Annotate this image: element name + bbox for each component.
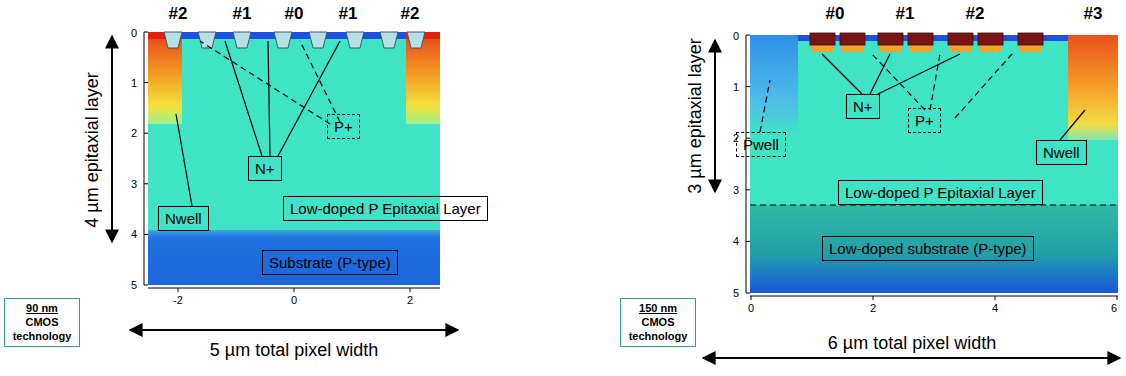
axis-tick-label: 0 (748, 302, 754, 314)
box-text: Low-doped P Epitaxial Layer (845, 184, 1036, 201)
axis-tick-label: 4 (992, 302, 998, 314)
callout-number: #1 (896, 4, 915, 24)
contact-square (810, 33, 1043, 45)
callout-number: #1 (233, 4, 252, 24)
axis (144, 32, 440, 292)
axis-tick-label: 0 (291, 294, 297, 306)
box-text: CMOS technology (626, 316, 690, 344)
epi-region (750, 35, 1118, 293)
substrate-region (750, 205, 1118, 293)
callout-number: #2 (401, 4, 420, 24)
axis-tick-label: -2 (173, 294, 183, 306)
technology-box: 90 nmCMOS technology (4, 298, 80, 347)
callout-number: #0 (285, 4, 304, 24)
layer-box: Low-doped P Epitaxial Layer (283, 196, 488, 221)
sti-trench (164, 32, 425, 48)
implant-box: P+ (327, 114, 360, 139)
axis-tick-label: 3 (733, 184, 739, 196)
axis-tick-label: 2 (733, 132, 739, 144)
leader-line (760, 54, 1012, 132)
well-box: Nwell (1036, 140, 1087, 165)
leader-line (176, 41, 340, 206)
callout-number: #0 (826, 4, 845, 24)
axis-tick-label: 5 (131, 279, 137, 291)
substrate-region (148, 230, 440, 285)
layer-box: Low-doped P Epitaxial Layer (838, 180, 1043, 205)
box-text: Nwell (165, 210, 202, 227)
layer-box: Low-doped substrate (P-type) (822, 236, 1034, 261)
axis-tick-label: 2 (870, 302, 876, 314)
box-text: 90 nm (10, 302, 74, 316)
box-text: N+ (255, 160, 275, 177)
epi-region (148, 32, 440, 285)
box-text: Nwell (1043, 144, 1080, 161)
nwell-region (406, 32, 440, 124)
well-box: Pwell (736, 132, 786, 157)
layer-box: Substrate (P-type) (262, 250, 398, 275)
callout-number: #3 (1084, 4, 1103, 24)
nwell-region (1068, 35, 1118, 140)
dimension-label: 4 µm epitaxial layer (82, 72, 103, 227)
nwell-region (148, 32, 182, 124)
axis (746, 35, 1118, 300)
dimension-arrow (111, 36, 113, 242)
implant-box: N+ (846, 94, 880, 119)
box-text: CMOS technology (10, 316, 74, 344)
pwell-region (750, 35, 798, 135)
leader-line (822, 54, 1085, 140)
box-text: Substrate (P-type) (269, 254, 391, 271)
box-text: P+ (334, 118, 353, 135)
axis-tick-label: 6 (1111, 302, 1117, 314)
box-text: P+ (915, 112, 934, 129)
well-box: Nwell (158, 206, 209, 231)
axis-tick-label: 0 (733, 30, 739, 42)
axis-tick-label: 4 (733, 235, 739, 247)
axis-tick-label: 4 (131, 228, 137, 240)
axis-tick-label: 3 (131, 178, 137, 190)
implant-box: N+ (248, 156, 282, 181)
dimension-label: 5 µm total pixel width (210, 340, 378, 361)
box-text: N+ (853, 98, 873, 115)
dimension-arrow (703, 357, 1120, 359)
axis-tick-label: 1 (733, 81, 739, 93)
callout-number: #2 (966, 4, 985, 24)
box-text: Low-doped P Epitaxial Layer (290, 200, 481, 217)
axis-tick-label: 1 (131, 77, 137, 89)
callout-number: #2 (169, 4, 188, 24)
implant-box: P+ (908, 108, 941, 133)
axis-tick-label: 5 (733, 287, 739, 299)
box-text: 150 nm (626, 302, 690, 316)
callout-number: #1 (339, 4, 358, 24)
dimension-label: 6 µm total pixel width (828, 333, 996, 354)
dimension-arrow (714, 40, 716, 192)
axis-tick-label: 2 (131, 127, 137, 139)
box-text: Pwell (743, 136, 779, 153)
technology-box: 150 nmCMOS technology (620, 298, 696, 347)
axis-tick-label: 0 (131, 27, 137, 39)
leader-line (200, 41, 340, 124)
box-text: Low-doped substrate (P-type) (829, 240, 1027, 257)
dimension-label: 3 µm epitaxial layer (685, 38, 706, 193)
axis-tick-label: 2 (407, 294, 413, 306)
dimension-arrow (130, 329, 458, 331)
